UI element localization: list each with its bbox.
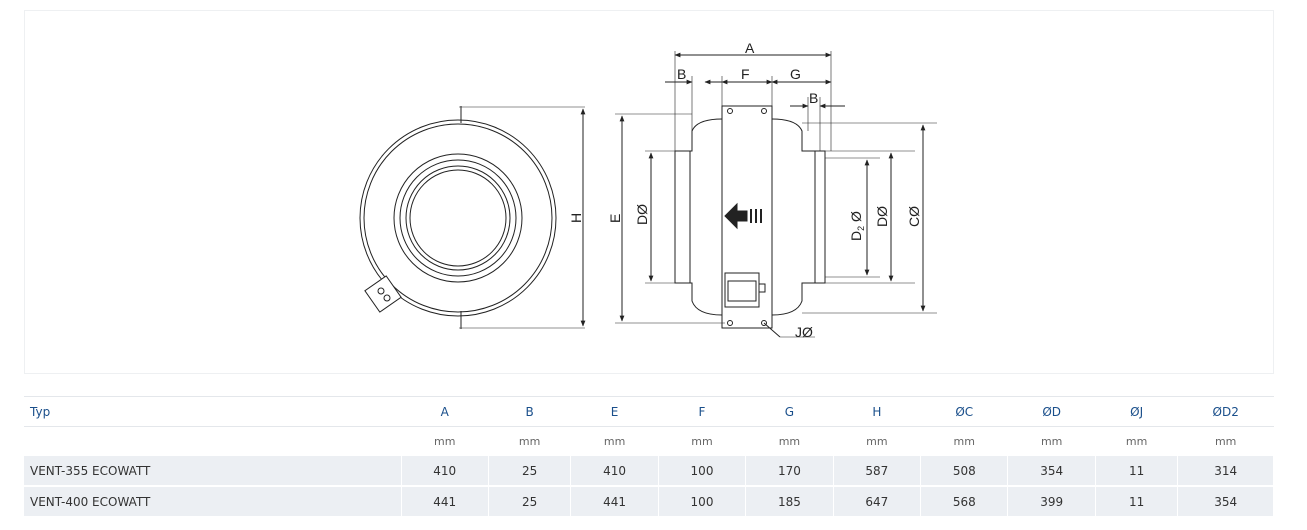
- dim-label-d2: D2 Ø: [848, 211, 866, 241]
- unit-cell: [24, 426, 402, 456]
- header-c: ØC: [920, 396, 1008, 427]
- header-e: E: [570, 396, 659, 427]
- dim-label-b-left: B: [677, 66, 686, 82]
- header-d2: ØD2: [1177, 396, 1274, 427]
- unit-cell: mm: [488, 426, 572, 456]
- junction-box-icon: [724, 272, 766, 308]
- unit-cell: mm: [1095, 426, 1179, 456]
- unit-cell: mm: [570, 426, 659, 456]
- dim-label-h: H: [568, 213, 584, 223]
- table-header-row: Typ A B E F G H ØC ØD ØJ ØD2: [24, 396, 1274, 427]
- table-cell: 441: [401, 486, 489, 518]
- table-cell: 441: [570, 486, 659, 518]
- unit-cell: mm: [920, 426, 1009, 456]
- flow-arrow-icon: [724, 202, 762, 230]
- unit-cell: mm: [745, 426, 834, 456]
- header-h: H: [833, 396, 921, 427]
- model-name: VENT-355 ECOWATT: [24, 456, 402, 487]
- table-cell: 25: [488, 456, 572, 487]
- dim-label-d-front: DØ: [634, 204, 650, 225]
- table-row: VENT-355 ECOWATT 410 25 410 100 170 587 …: [24, 456, 1274, 487]
- table-cell: 587: [833, 456, 922, 487]
- dim-label-c: CØ: [906, 206, 922, 227]
- header-f: F: [658, 396, 746, 427]
- table-cell: 410: [401, 456, 489, 487]
- table-cell: 568: [920, 486, 1009, 518]
- dim-label-b-right: B: [809, 90, 818, 106]
- table-cell: 11: [1095, 456, 1179, 487]
- dim-label-f: F: [741, 66, 750, 82]
- table-cell: 185: [745, 486, 834, 518]
- header-j: ØJ: [1095, 396, 1178, 427]
- header-g: G: [745, 396, 834, 427]
- side-view: [615, 51, 937, 338]
- units-row: mm mm mm mm mm mm mm mm mm mm: [24, 426, 1274, 456]
- header-b: B: [488, 396, 571, 427]
- technical-drawing: A B F G B JØ H E DØ D2 Ø DØ CØ: [24, 10, 1274, 374]
- fan-dimension-drawing: A B F G B JØ H E DØ D2 Ø DØ CØ: [359, 40, 937, 340]
- header-a: A: [401, 396, 489, 427]
- unit-cell: mm: [1007, 426, 1096, 456]
- table-cell: 508: [920, 456, 1009, 487]
- front-view: [359, 106, 586, 329]
- table-cell: 314: [1177, 456, 1274, 487]
- unit-cell: mm: [833, 426, 922, 456]
- header-typ: Typ: [24, 396, 401, 427]
- dim-label-d-side: DØ: [874, 206, 890, 227]
- dim-label-j: JØ: [795, 324, 813, 340]
- table-cell: 100: [658, 486, 747, 518]
- table-cell: 354: [1177, 486, 1274, 518]
- unit-cell: mm: [658, 426, 747, 456]
- dimensions-table: Typ A B E F G H ØC ØD ØJ ØD2 mm mm mm mm…: [24, 396, 1274, 518]
- table-cell: 25: [488, 486, 572, 518]
- table-cell: 410: [570, 456, 659, 487]
- dim-label-g: G: [790, 66, 801, 82]
- dim-label-a: A: [745, 40, 755, 56]
- table-cell: 11: [1095, 486, 1179, 518]
- header-d: ØD: [1007, 396, 1096, 427]
- terminal-box-icon: [364, 275, 402, 313]
- table-row: VENT-400 ECOWATT 441 25 441 100 185 647 …: [24, 486, 1274, 518]
- table-cell: 354: [1007, 456, 1096, 487]
- table-cell: 399: [1007, 486, 1096, 518]
- table-cell: 170: [745, 456, 834, 487]
- unit-cell: mm: [401, 426, 489, 456]
- model-name: VENT-400 ECOWATT: [24, 486, 402, 518]
- dim-label-e: E: [607, 214, 623, 223]
- unit-cell: mm: [1177, 426, 1274, 456]
- table-cell: 100: [658, 456, 747, 487]
- table-cell: 647: [833, 486, 922, 518]
